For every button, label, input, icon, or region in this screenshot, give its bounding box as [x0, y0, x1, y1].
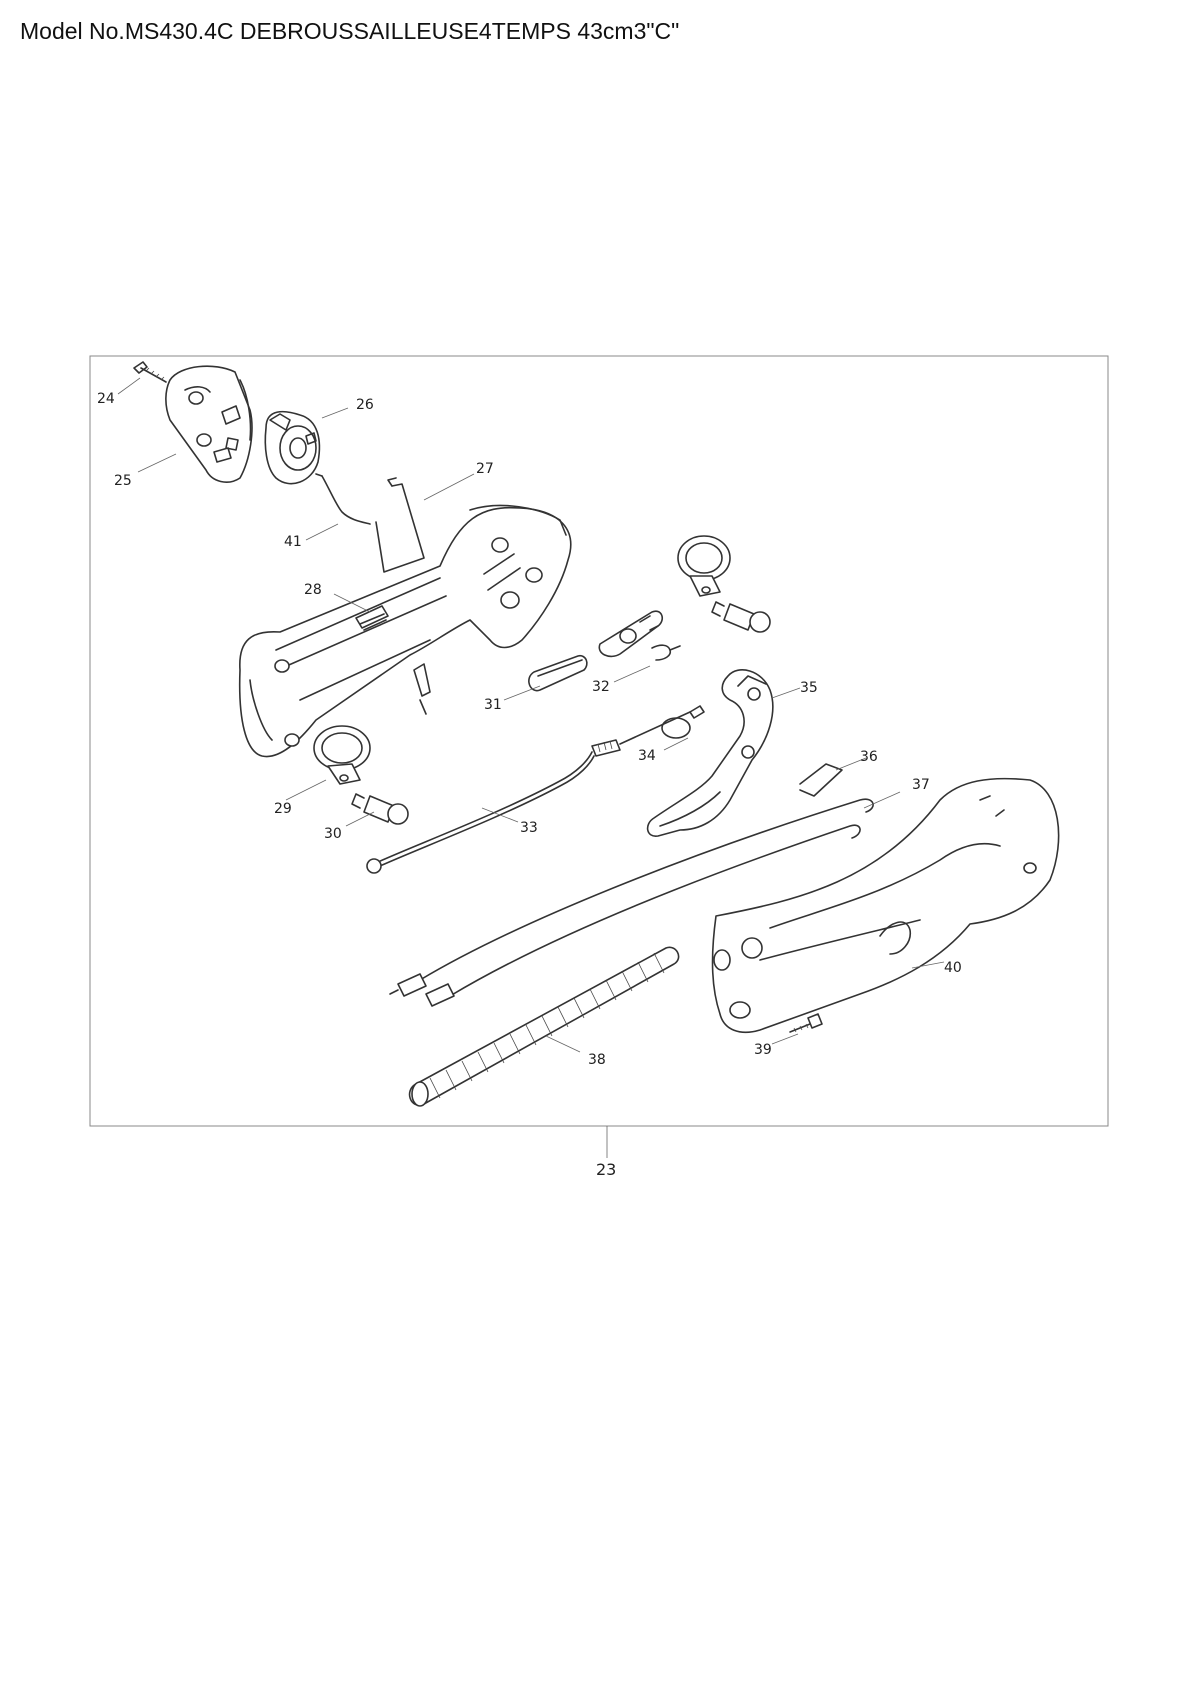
switch-knob-icon — [264, 410, 321, 485]
cable-end-icon — [661, 717, 691, 739]
assembly-label-23: 23 — [596, 1160, 616, 1179]
part-label-29: 29 — [274, 801, 292, 817]
part-label-38: 38 — [588, 1052, 606, 1068]
part-label-32: 32 — [592, 679, 610, 695]
part-label-39: 39 — [754, 1042, 772, 1058]
part-label-34: 34 — [638, 748, 656, 764]
assembly-frame — [89, 355, 1109, 1127]
screw-icon — [789, 1013, 823, 1033]
lever-icon — [528, 654, 588, 692]
part-label-35: 35 — [800, 680, 818, 696]
clamp-icon — [313, 725, 371, 785]
bolt-icon — [351, 793, 409, 825]
part-label-25: 25 — [114, 473, 132, 489]
wire-spring-icon — [375, 477, 425, 573]
part-label-40: 40 — [944, 960, 962, 976]
trigger-icon — [646, 669, 774, 837]
part-label-24: 24 — [97, 391, 115, 407]
part-label-33: 33 — [520, 820, 538, 836]
part-label-28: 28 — [304, 582, 322, 598]
cover-plate-icon — [165, 365, 253, 483]
part-label-30: 30 — [324, 826, 342, 842]
handle-half-icon — [238, 504, 572, 758]
spring-icon — [799, 763, 843, 797]
stop-wire-icon — [389, 798, 874, 1007]
grip-housing-icon — [711, 777, 1060, 1034]
part-label-26: 26 — [356, 397, 374, 413]
part-label-36: 36 — [860, 749, 878, 765]
bolt-icon — [711, 601, 771, 633]
pin-icon — [598, 610, 681, 661]
corrugated-tube-icon — [408, 946, 680, 1107]
page-title: Model No.MS430.4C DEBROUSSAILLEUSE4TEMPS… — [20, 18, 680, 44]
clamp-icon — [677, 535, 731, 597]
part-label-41: 41 — [284, 534, 302, 550]
screw-icon — [133, 361, 167, 383]
part-label-37: 37 — [912, 777, 930, 793]
spring-wire-icon — [315, 473, 371, 525]
part-label-27: 27 — [476, 461, 494, 477]
part-label-31: 31 — [484, 697, 502, 713]
throttle-cable-icon — [366, 705, 705, 874]
